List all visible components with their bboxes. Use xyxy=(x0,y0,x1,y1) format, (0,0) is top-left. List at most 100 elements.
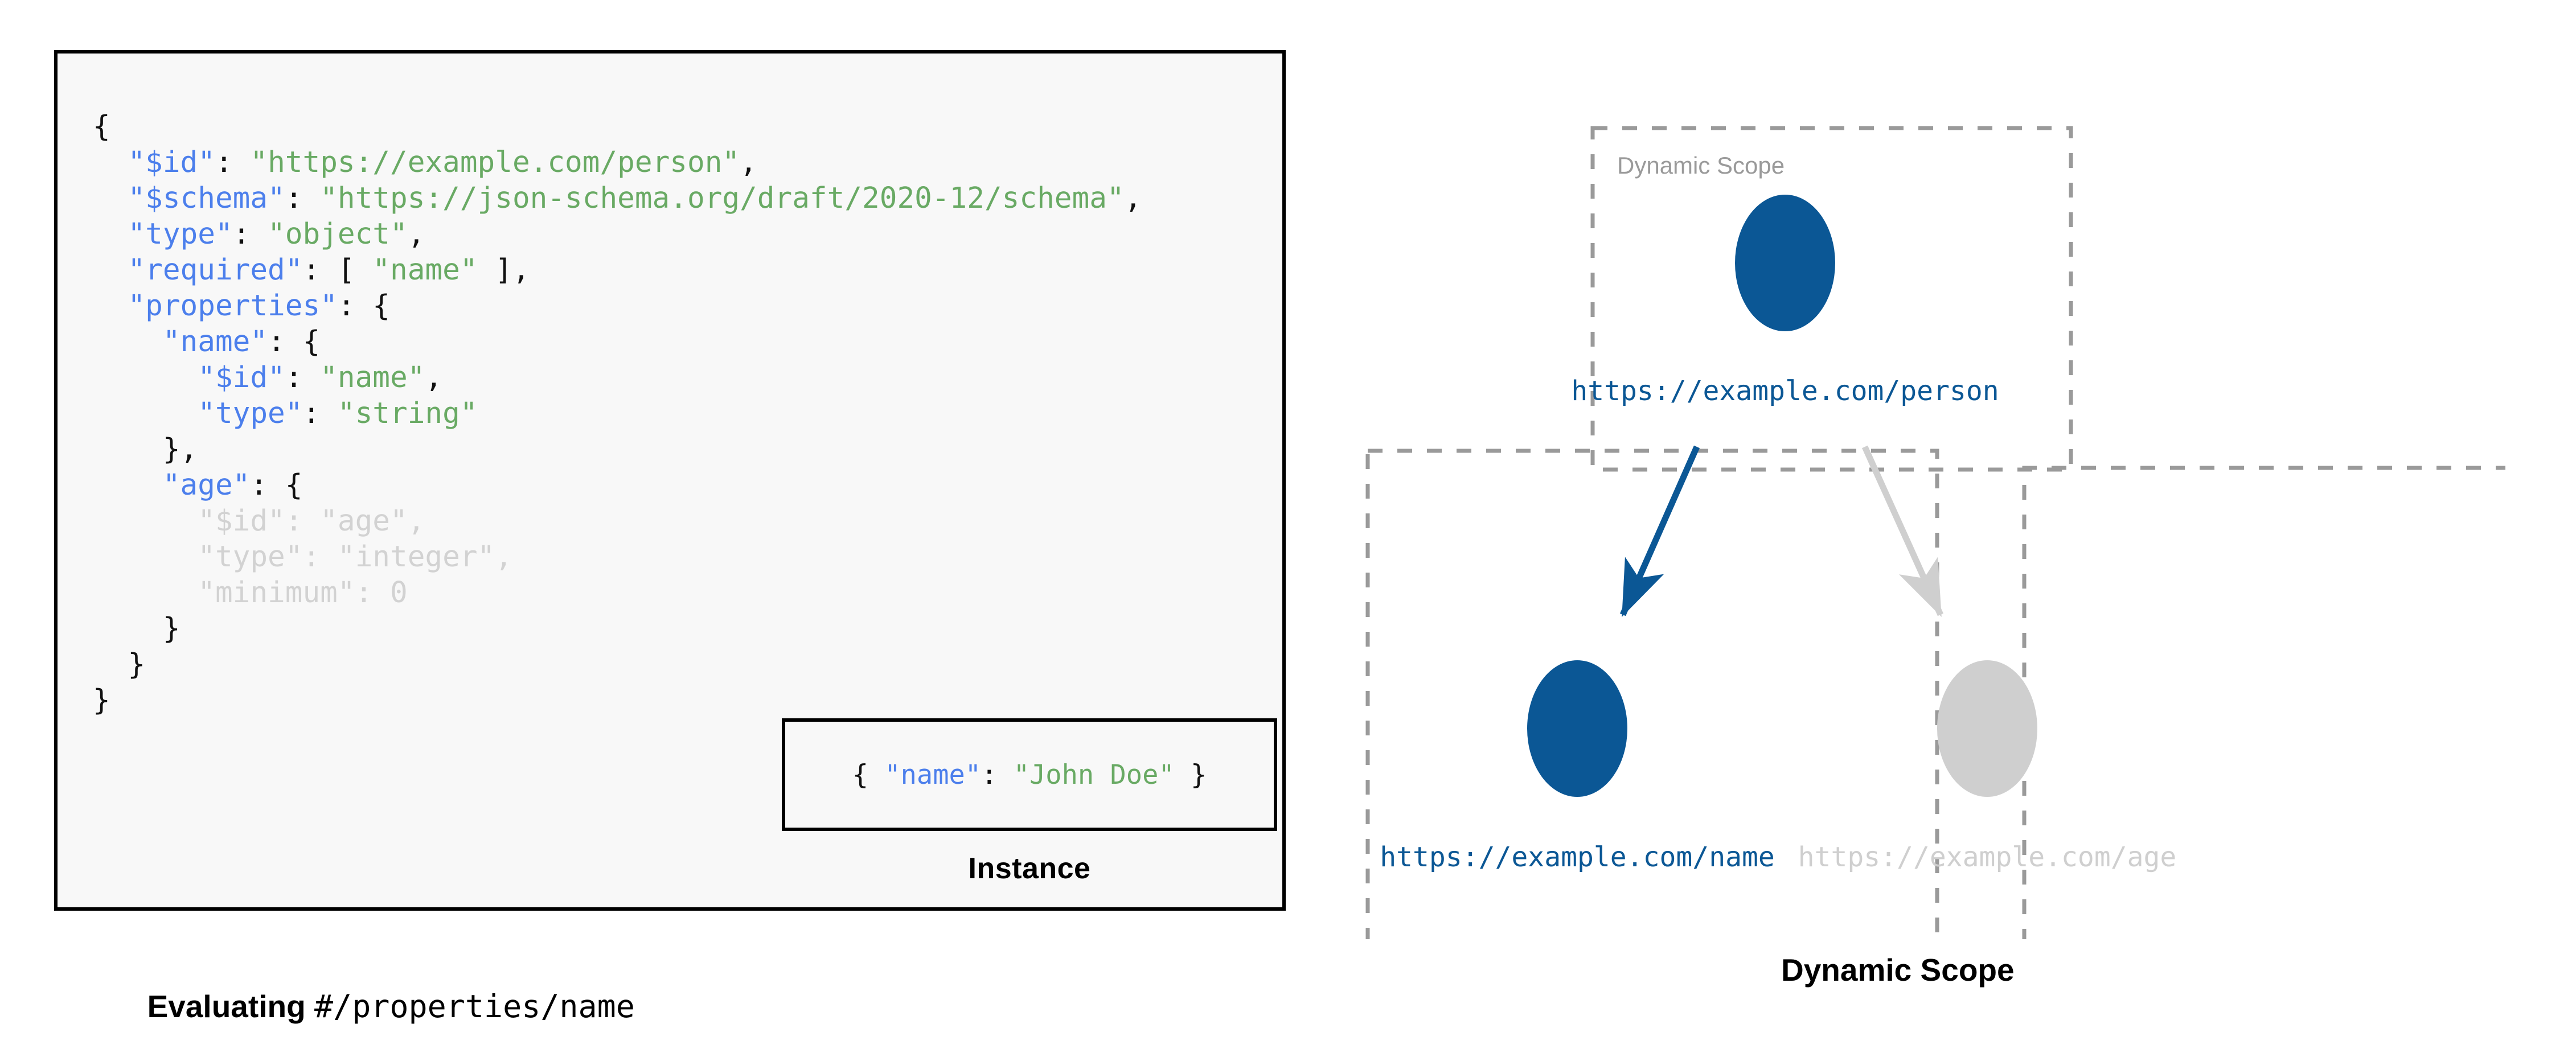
code-line: "$schema": "https://json-schema.org/draf… xyxy=(93,180,1142,216)
code-token: "type" xyxy=(128,217,233,251)
code-token: "integer" xyxy=(337,540,495,574)
code-token xyxy=(93,289,128,323)
code-token: : { xyxy=(268,325,321,359)
node-circle-name xyxy=(1527,660,1627,797)
edge-person-to-age xyxy=(1861,445,1944,618)
code-token: , xyxy=(425,361,443,394)
code-line: "name": { xyxy=(93,324,1142,360)
code-token: "object" xyxy=(268,217,408,251)
code-token: : xyxy=(285,361,321,394)
instance-box: { "name": "John Doe" } xyxy=(782,718,1277,831)
code-token xyxy=(93,217,128,251)
code-token: , xyxy=(495,540,512,574)
code-token: "age" xyxy=(162,468,251,502)
code-token: "https://example.com/person" xyxy=(250,146,740,179)
code-token xyxy=(93,540,198,574)
code-token xyxy=(93,253,128,287)
instance-code: { "name": "John Doe" } xyxy=(852,759,1207,791)
code-token: } xyxy=(93,612,181,645)
code-token xyxy=(93,504,198,538)
code-token: : xyxy=(302,397,338,430)
code-line: } xyxy=(93,611,1142,647)
code-token: { xyxy=(852,759,885,791)
code-token xyxy=(93,361,198,394)
scope-box-name xyxy=(1365,449,1939,939)
node-circle-person xyxy=(1735,195,1835,331)
scope-label-text: Dynamic Scope xyxy=(1617,152,1785,179)
right-figure-caption: Dynamic Scope xyxy=(1781,952,2015,988)
node-label-person: https://example.com/person xyxy=(1571,375,1999,407)
code-token: 0 xyxy=(390,576,408,610)
code-token: , xyxy=(407,217,425,251)
code-line: }, xyxy=(93,431,1142,467)
code-token: "name" xyxy=(320,361,425,394)
code-token: , xyxy=(740,146,757,179)
code-token: : xyxy=(981,759,1014,791)
code-token: : xyxy=(232,217,268,251)
code-token: : { xyxy=(337,289,391,323)
scope-box-age xyxy=(2022,466,2505,939)
edge-person-to-name xyxy=(1619,445,1700,618)
code-line: "$id": "age", xyxy=(93,503,1142,539)
code-token: : xyxy=(302,540,338,574)
code-token: "minimum" xyxy=(198,576,355,610)
instance-group: { "name": "John Doe" } Instance xyxy=(782,718,1277,886)
code-line: } xyxy=(93,647,1142,682)
code-token: : xyxy=(215,146,251,179)
code-line: "$id": "https://example.com/person", xyxy=(93,145,1142,180)
code-token: : xyxy=(355,576,390,610)
instance-caption: Instance xyxy=(968,852,1091,885)
code-line: "type": "object", xyxy=(93,216,1142,252)
code-token: } xyxy=(1174,759,1207,791)
code-token: , xyxy=(407,504,425,538)
caption-left-pointer: #/properties/name xyxy=(314,988,635,1025)
code-line: "$id": "name", xyxy=(93,360,1142,396)
code-token: "name" xyxy=(372,253,478,287)
code-token: "name" xyxy=(162,325,268,359)
code-line: "required": [ "name" ], xyxy=(93,252,1142,288)
code-line: { xyxy=(93,109,1142,145)
code-token xyxy=(93,397,198,430)
code-token xyxy=(93,146,128,179)
code-token: "age" xyxy=(320,504,408,538)
code-token: "$id" xyxy=(128,146,215,179)
code-token xyxy=(93,468,163,502)
code-token: : xyxy=(285,504,321,538)
code-token xyxy=(93,576,198,610)
code-line: } xyxy=(93,682,1142,718)
code-token: "John Doe" xyxy=(1013,759,1175,791)
code-token: { xyxy=(93,110,110,143)
code-line: "age": { xyxy=(93,467,1142,503)
code-token: "$id" xyxy=(198,504,285,538)
code-token: } xyxy=(93,648,146,681)
code-token: "properties" xyxy=(128,289,338,323)
schema-code-panel: { "$id": "https://example.com/person", "… xyxy=(54,50,1286,911)
code-line: "properties": { xyxy=(93,288,1142,324)
code-token: : { xyxy=(250,468,303,502)
code-token xyxy=(93,182,128,215)
code-token: "type" xyxy=(198,540,303,574)
node-circle-age xyxy=(1937,660,2037,797)
schema-code-block: { "$id": "https://example.com/person", "… xyxy=(93,109,1142,718)
node-label-name: https://example.com/name xyxy=(1380,841,1775,873)
code-token xyxy=(93,325,163,359)
code-token: }, xyxy=(93,433,198,466)
code-token: } xyxy=(93,684,110,717)
code-token: , xyxy=(1124,182,1142,215)
code-token: "type" xyxy=(198,397,303,430)
code-line: "type": "string" xyxy=(93,396,1142,431)
scope-box-person xyxy=(1590,126,2073,472)
code-token: : [ xyxy=(302,253,373,287)
code-token: "required" xyxy=(128,253,303,287)
code-token: "$schema" xyxy=(128,182,285,215)
code-token: "https://json-schema.org/draft/2020-12/s… xyxy=(320,182,1125,215)
code-token: ], xyxy=(477,253,530,287)
code-token: "name" xyxy=(884,759,982,791)
code-token: : xyxy=(285,182,321,215)
caption-left-bold: Evaluating xyxy=(147,989,314,1024)
left-figure-caption: Evaluating #/properties/name xyxy=(130,952,635,1025)
code-line: "minimum": 0 xyxy=(93,575,1142,611)
code-token: "string" xyxy=(337,397,478,430)
code-line: "type": "integer", xyxy=(93,539,1142,575)
node-label-age: https://example.com/age xyxy=(1798,841,2177,873)
